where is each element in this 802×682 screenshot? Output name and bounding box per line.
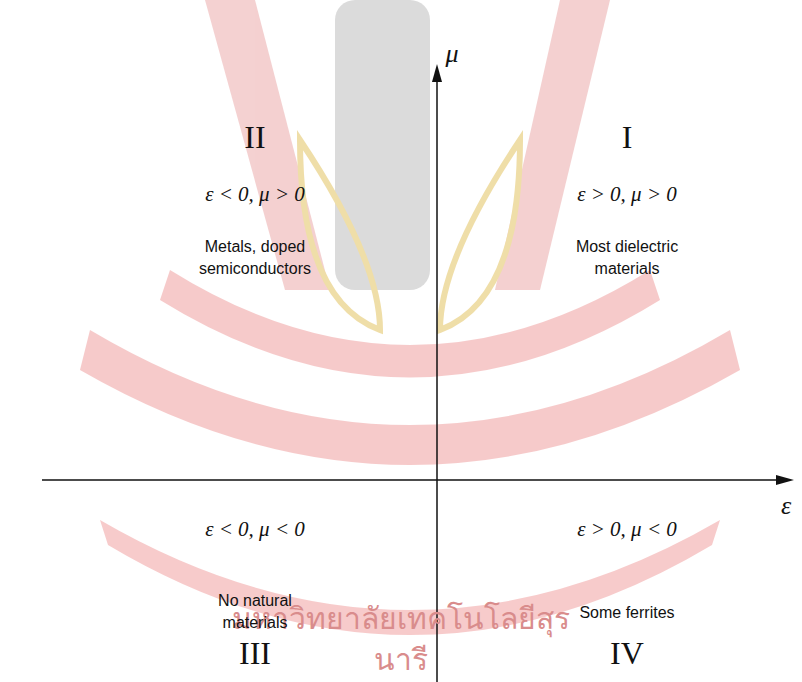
quadrant-number: II [215,116,295,159]
axis-label: μ [432,36,472,71]
material-note: Metals, doped semiconductors [185,236,325,279]
material-note: Most dielectric materials [557,236,697,279]
logo-leaf [300,140,380,330]
mu-axis [436,80,438,682]
watermark-text: มหาวิทยาลัยเทคโนโลยีสุรนารี [221,599,581,680]
axis-arrowhead [432,64,442,82]
axis-arrowhead [776,475,794,485]
quadrant-number: IV [587,632,667,675]
quadrant-condition: ε > 0, μ > 0 [527,180,727,208]
quadrant-number: I [587,116,667,159]
quadrant-condition: ε < 0, μ > 0 [155,180,355,208]
logo-band [160,270,660,378]
material-note: No natural materials [200,590,310,633]
logo-figure [335,0,430,290]
logo-leaf [440,140,520,330]
epsilon-axis [42,479,778,481]
quadrant-condition: ε < 0, μ < 0 [155,515,355,543]
axis-label: ε [774,488,798,523]
material-note: Some ferrites [557,602,697,624]
quadrant-number: III [215,632,295,675]
quadrant-condition: ε > 0, μ < 0 [527,515,727,543]
